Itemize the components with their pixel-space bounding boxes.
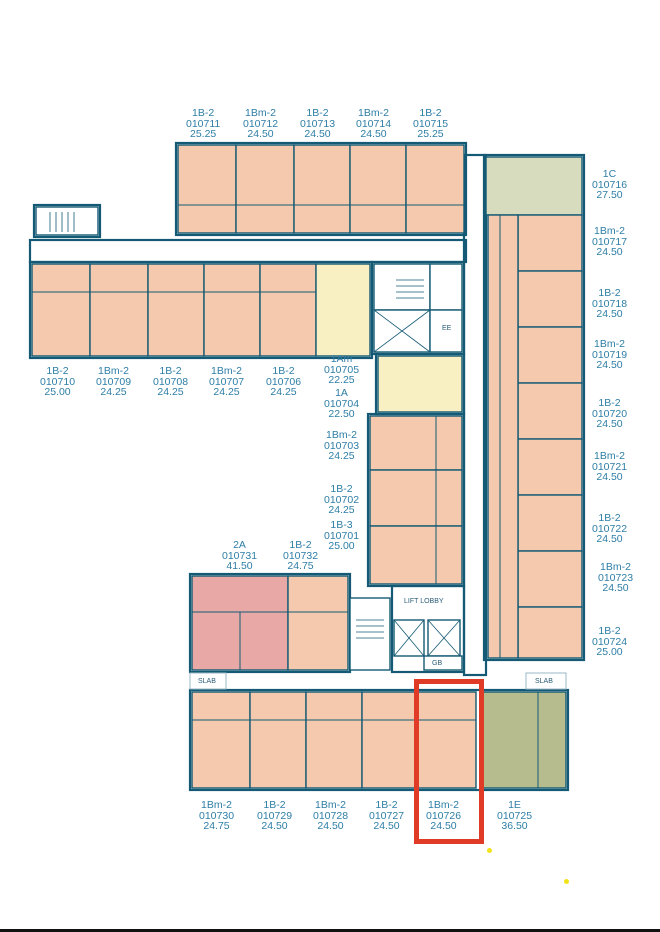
bottom-edge-bar <box>0 929 660 932</box>
ee-label: EE <box>442 325 452 332</box>
lift-lobby-label: LIFT LOBBY <box>404 598 444 605</box>
interior-walls <box>32 204 539 788</box>
slab-label-left: SLAB <box>198 678 216 685</box>
unit-fills <box>31 144 583 789</box>
slab-band <box>189 672 567 690</box>
highlight-box-unit-010726 <box>414 679 484 844</box>
stair-treads <box>49 212 461 657</box>
marker-dot <box>487 848 492 853</box>
slab-label-right: SLAB <box>535 678 553 685</box>
marker-dot <box>564 879 569 884</box>
gb-label: GB <box>432 660 443 667</box>
